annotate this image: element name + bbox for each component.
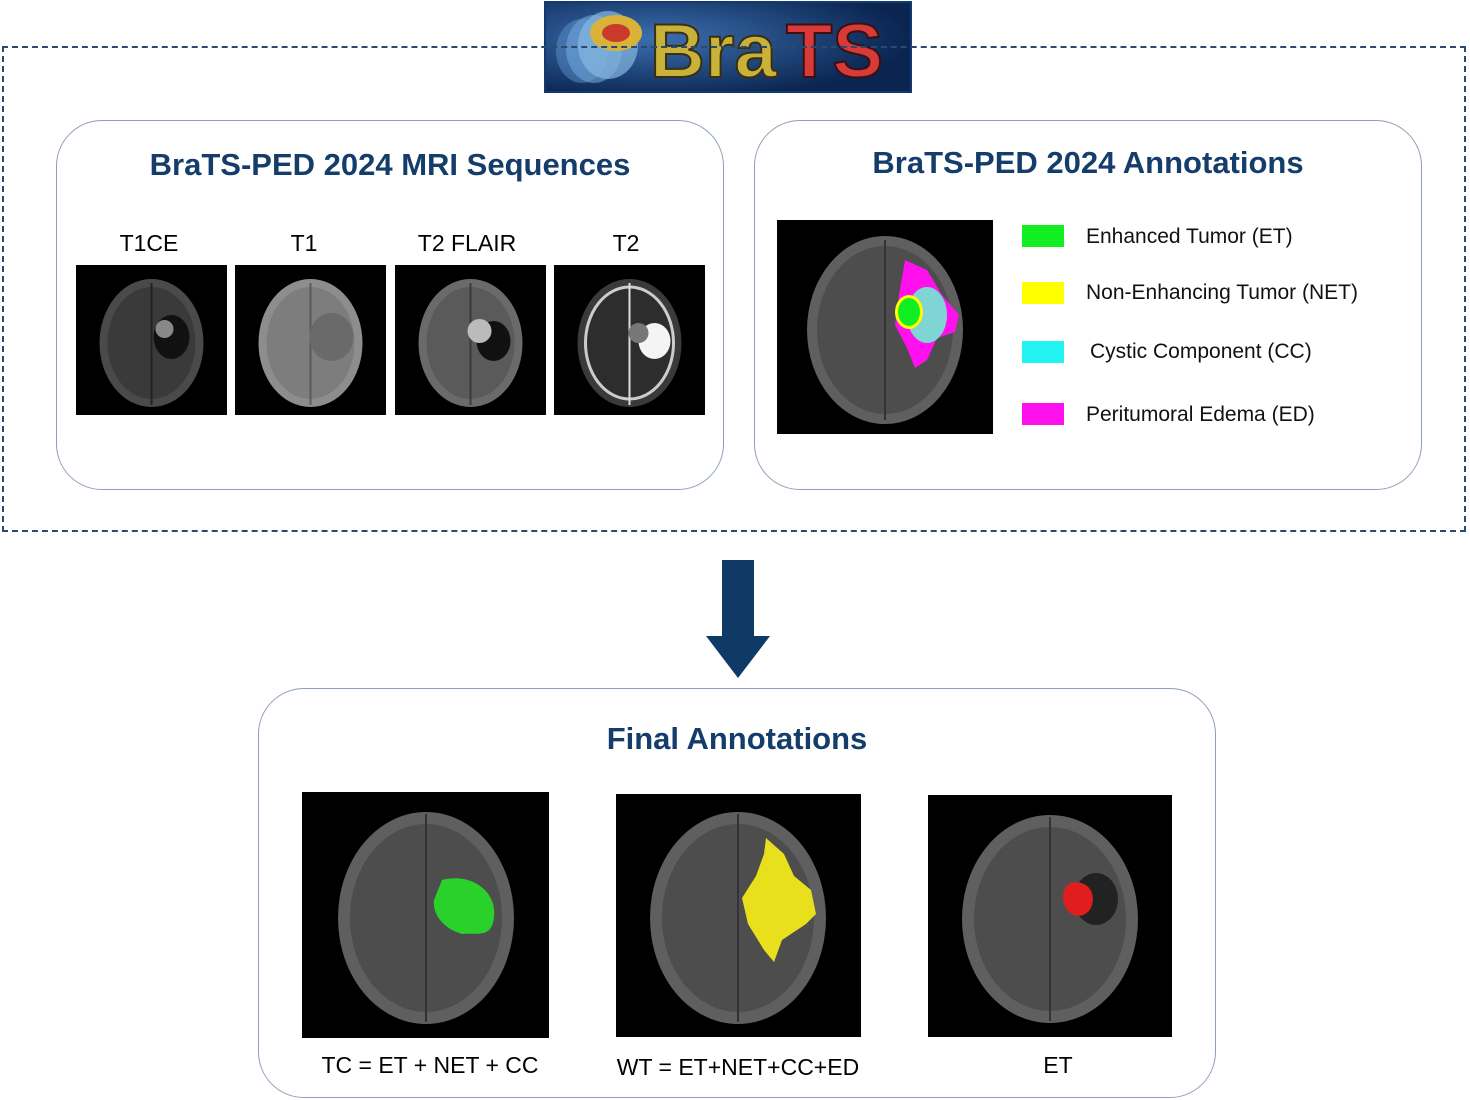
caption-et: ET [1043,1052,1073,1078]
mri-sequences-title: BraTS-PED 2024 MRI Sequences [149,147,631,182]
legend-label-ed: Peritumoral Edema (ED) [1086,403,1315,426]
brats-logo: Bra TS [544,1,912,93]
wt-annotation-image [616,794,861,1037]
annotations-title: BraTS-PED 2024 Annotations [872,145,1304,180]
annotated-mri-image [777,220,993,434]
label-t2: T2 [612,230,640,256]
mri-t1-image [235,265,386,415]
legend-swatch-cc [1022,341,1064,363]
legend-swatch-et [1022,225,1064,247]
caption-tc: TC = ET + NET + CC [321,1052,539,1078]
input-data-frame [2,46,1466,532]
mri-t2-flair-image [395,265,546,415]
mri-t1ce-image [76,265,227,415]
label-t1: T1 [290,230,318,256]
caption-wt: WT = ET+NET+CC+ED [616,1054,860,1080]
label-t2-flair: T2 FLAIR [417,230,517,256]
svg-text:Bra: Bra [650,9,777,91]
final-annotations-title: Final Annotations [606,721,868,756]
legend-swatch-ed [1022,403,1064,425]
legend-swatch-net [1022,282,1064,304]
svg-text:TS: TS [786,9,883,91]
down-arrow-icon [706,560,770,678]
head-silhouette-icon [556,11,642,83]
legend-label-cc: Cystic Component (CC) [1090,340,1312,363]
mri-t2-image [554,265,705,415]
tc-annotation-image [302,792,549,1038]
legend-label-et: Enhanced Tumor (ET) [1086,225,1293,248]
legend-label-net: Non-Enhancing Tumor (NET) [1086,281,1358,304]
et-annotation-image [928,795,1172,1037]
label-t1ce: T1CE [119,230,179,256]
